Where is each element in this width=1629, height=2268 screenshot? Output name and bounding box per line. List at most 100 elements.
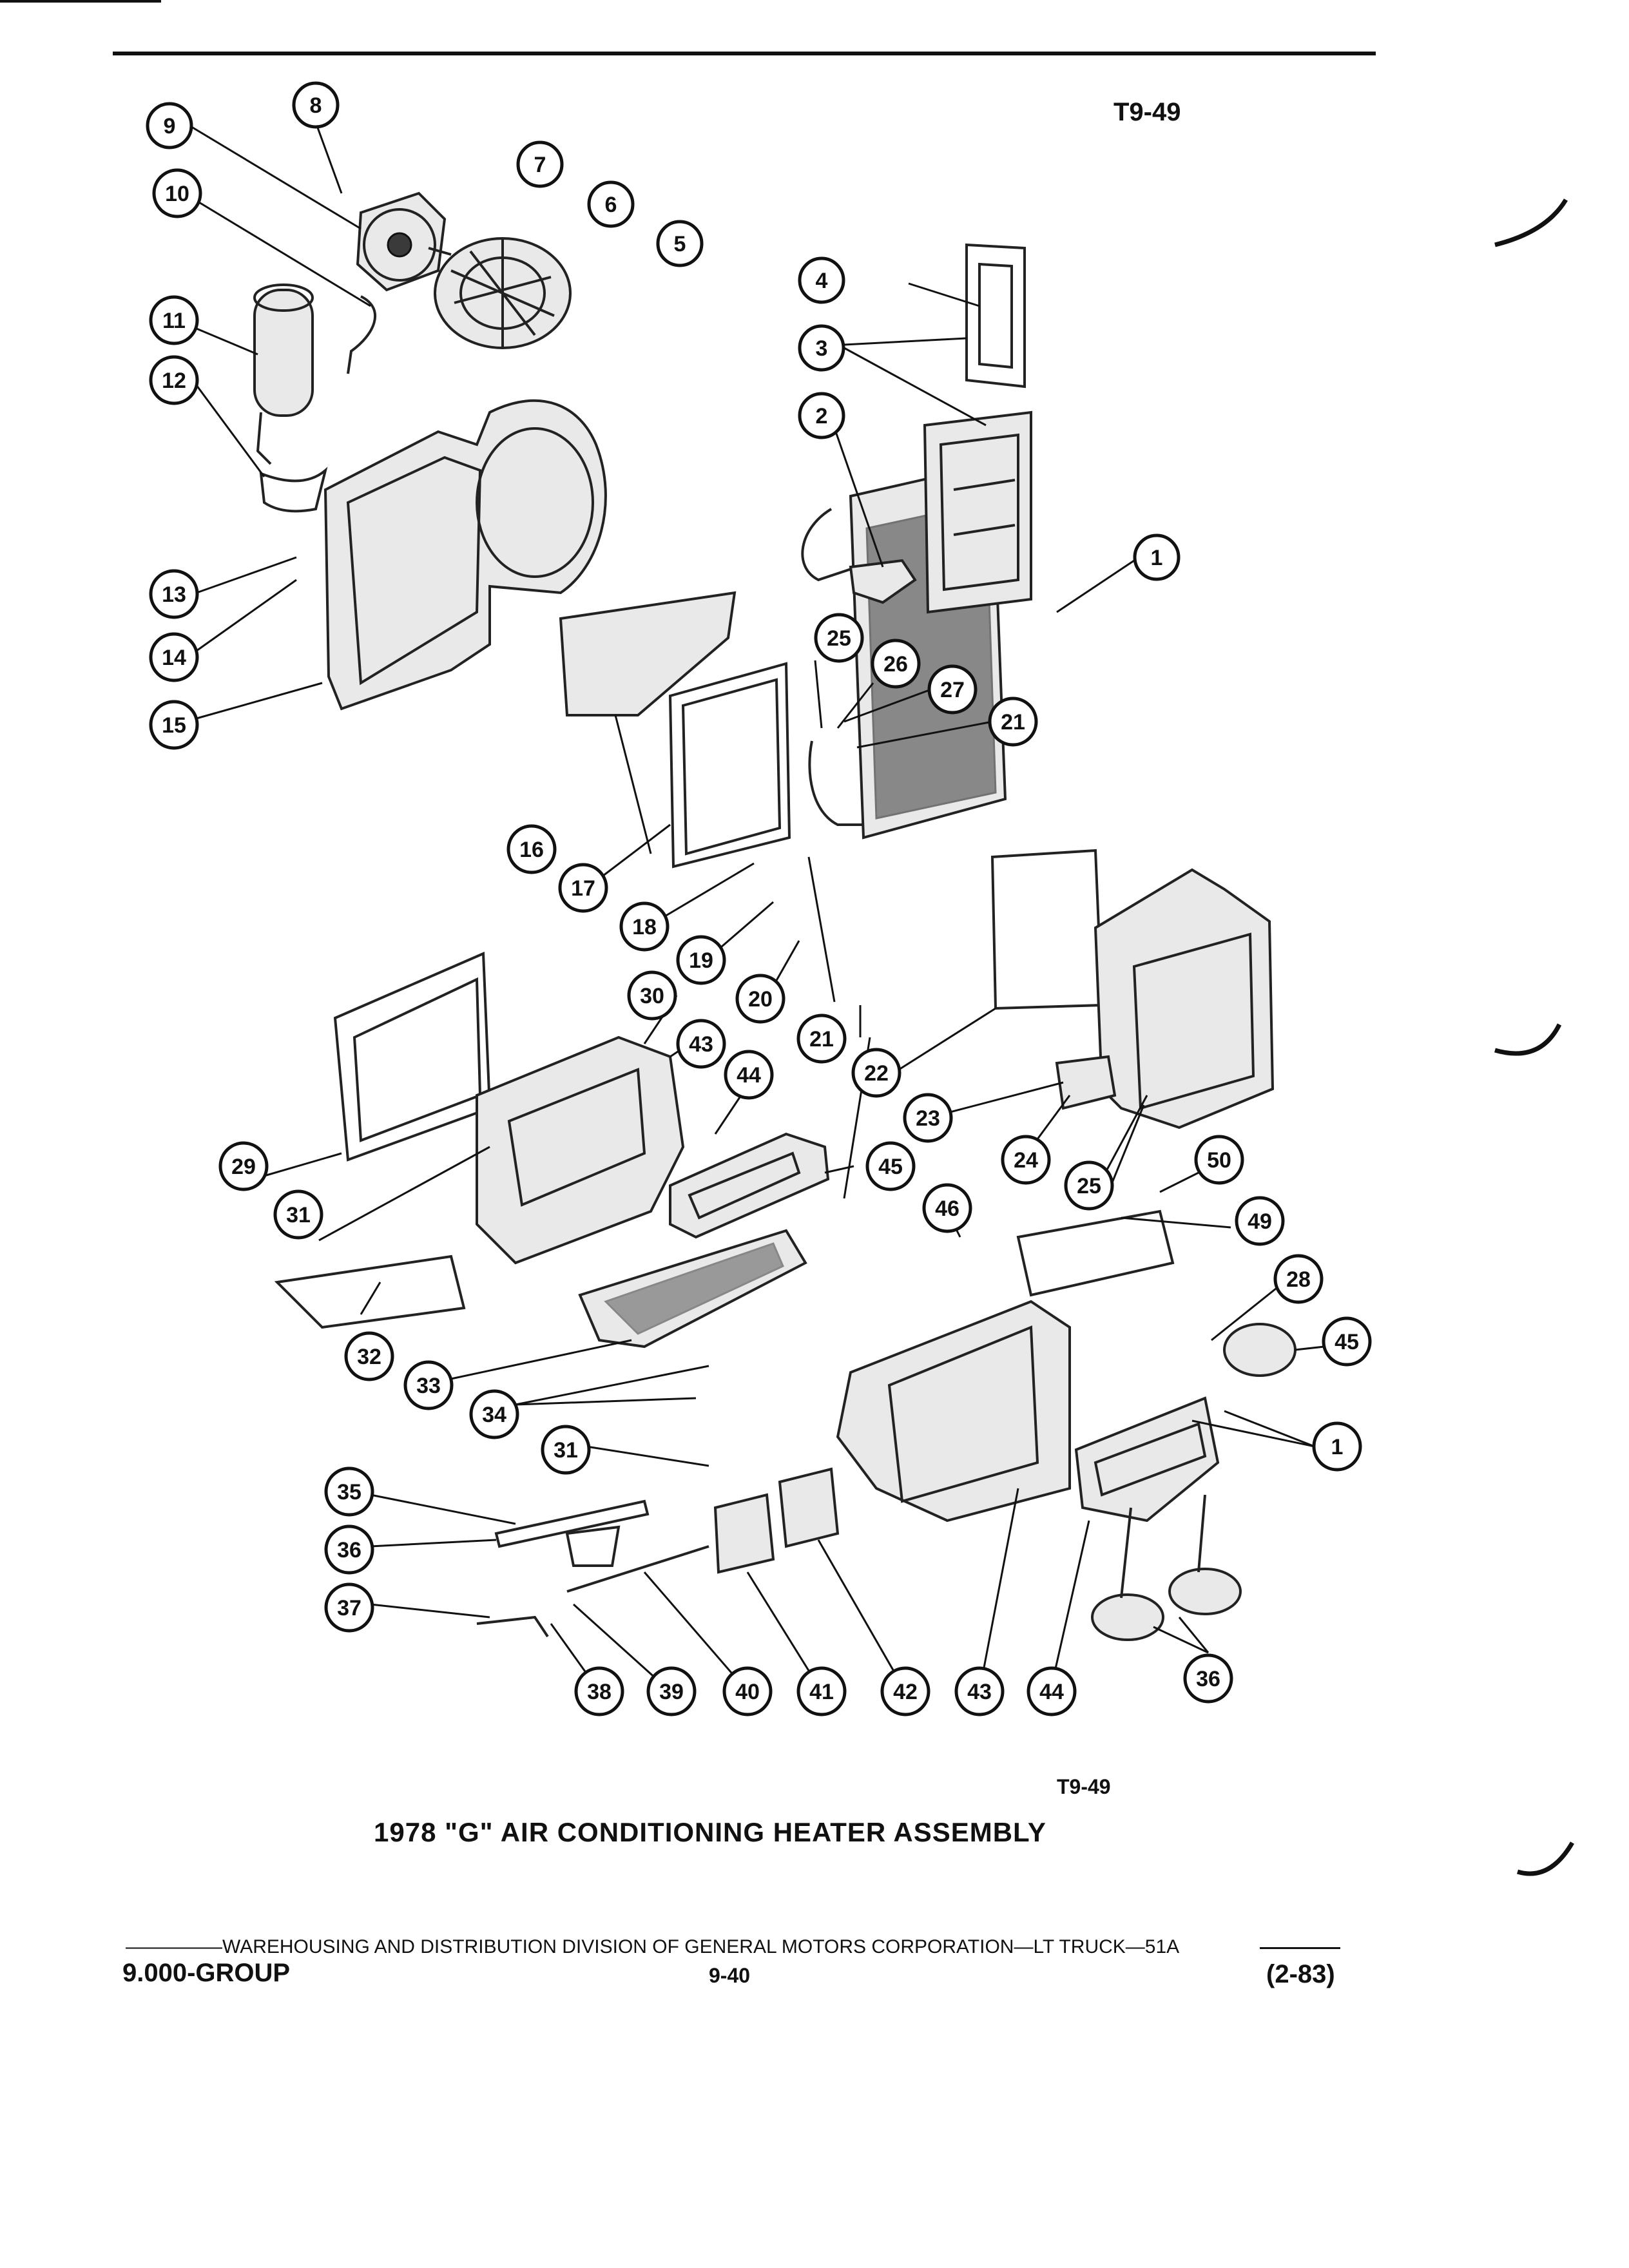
svg-text:36: 36 [1196,1667,1220,1691]
svg-text:30: 30 [640,984,664,1008]
svg-text:39: 39 [659,1680,684,1704]
callout-50: 49 [1235,1196,1285,1246]
air-inlet-assembly [923,410,1032,614]
control-rod [476,1545,709,1638]
svg-text:25: 25 [827,626,851,651]
callout-26: 25 [814,613,864,663]
svg-text:12: 12 [162,369,186,393]
svg-text:1: 1 [1331,1435,1344,1459]
svg-text:27: 27 [940,678,965,702]
svg-text:3: 3 [816,336,828,361]
svg-text:45: 45 [1335,1330,1359,1354]
callout-19: 19 [676,935,726,985]
cam-plate-b [778,1467,840,1548]
callout-51: 50 [1194,1135,1244,1185]
svg-text:40: 40 [735,1680,760,1704]
svg-text:36: 36 [337,1538,361,1562]
bracket-lower [274,1254,466,1329]
blower-motor [356,191,452,292]
svg-text:43: 43 [689,1032,713,1057]
callout-2: 2 [798,392,845,439]
callout-40: 40 [722,1666,773,1716]
svg-text:18: 18 [632,915,657,939]
clamp [259,466,328,513]
callout-7: 7 [516,140,564,188]
callout-22: 22 [851,1048,901,1098]
svg-text:6: 6 [605,193,617,217]
svg-text:16: 16 [519,838,544,862]
callout-12: 12 [149,355,199,405]
svg-text:29: 29 [231,1155,256,1179]
evaporator-case [1094,868,1275,1129]
svg-text:11: 11 [162,309,186,333]
svg-text:44: 44 [1039,1680,1064,1704]
svg-text:49: 49 [1248,1209,1272,1234]
vacuum-actuator-lower [1055,1055,1117,1110]
duct-seal [559,591,737,716]
svg-text:2: 2 [816,404,828,428]
svg-text:22: 22 [864,1061,889,1086]
heater-core [578,1229,807,1349]
svg-text:31: 31 [554,1438,578,1463]
callout-8: 8 [292,81,340,129]
gasket-frame [668,662,791,869]
callout-49: 46 [922,1183,972,1233]
callout-28: 27 [927,664,978,715]
callout-24: 24 [1001,1135,1051,1185]
actuator-vacuum [849,559,917,604]
callout-41: 41 [796,1666,847,1716]
svg-text:10: 10 [165,182,189,206]
callout-34: 34 [469,1389,519,1439]
callout-15: 15 [149,700,199,750]
callout-3: 3 [798,324,845,372]
figure-code-bottom: T9-49 [1057,1775,1111,1798]
callout-37: 37 [324,1582,374,1633]
callout-9: 9 [146,102,193,149]
callout-21-top: 21 [988,697,1038,747]
svg-text:32: 32 [357,1345,381,1369]
callout-42: 42 [880,1666,930,1716]
footer-line: —————WAREHOUSING AND DISTRIBUTION DIVISI… [126,1936,1180,1957]
hose [347,295,377,374]
svg-text:33: 33 [416,1374,441,1398]
footer-page-number: 9-40 [709,1964,751,1987]
callout-43: 43 [954,1666,1005,1716]
svg-text:26: 26 [883,652,908,677]
svg-text:9: 9 [164,114,176,139]
callout-13: 13 [149,569,199,619]
svg-text:31: 31 [286,1203,311,1227]
callout-39: 39 [646,1666,697,1716]
svg-text:50: 50 [1207,1148,1231,1173]
svg-text:14: 14 [162,646,186,670]
callout-16: 16 [506,824,557,874]
callout-38: 38 [574,1666,624,1716]
callout-11: 11 [149,295,199,345]
callout-32: 32 [344,1331,394,1381]
callout-44: 44 [1027,1666,1077,1716]
mode-door-case [1074,1396,1220,1523]
svg-text:41: 41 [809,1680,834,1704]
top-rule [113,52,1376,55]
svg-text:19: 19 [689,948,713,973]
heater-case-upper [476,1035,685,1265]
callout-10: 10 [152,168,202,218]
receiver-drier [253,284,314,465]
svg-text:20: 20 [748,987,773,1012]
footer-rule-right [1260,1947,1340,1949]
callout-5: 5 [656,220,704,267]
callout-31-lower: 31 [541,1425,591,1475]
svg-text:46: 46 [935,1196,959,1221]
svg-text:37: 37 [337,1596,361,1620]
callout-20: 20 [735,974,786,1024]
vent-outlets [1091,1323,1296,1641]
svg-text:35: 35 [337,1480,361,1504]
svg-text:5: 5 [674,232,686,256]
callout-31-left: 31 [273,1189,323,1240]
cam-plate-a [713,1493,775,1574]
callout-30: 29 [218,1141,269,1191]
blower-case [323,399,607,711]
callout-1: 1 [1133,533,1181,581]
svg-text:13: 13 [162,582,186,607]
callout-48: 45 [865,1141,916,1191]
